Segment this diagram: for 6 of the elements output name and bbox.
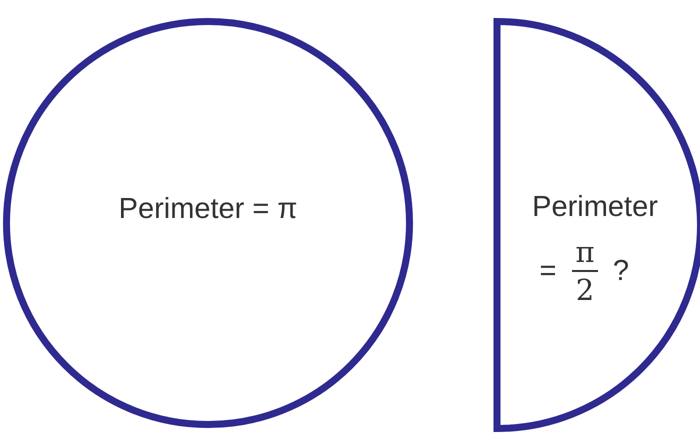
formula-text: Perimeter — [532, 192, 658, 224]
formula-text: Perimeter = π — [118, 194, 298, 226]
formula-text: π — [575, 237, 595, 269]
formula-text: 2 — [576, 275, 594, 307]
formula-text: = — [540, 256, 556, 288]
formula-text: ? — [612, 256, 630, 288]
